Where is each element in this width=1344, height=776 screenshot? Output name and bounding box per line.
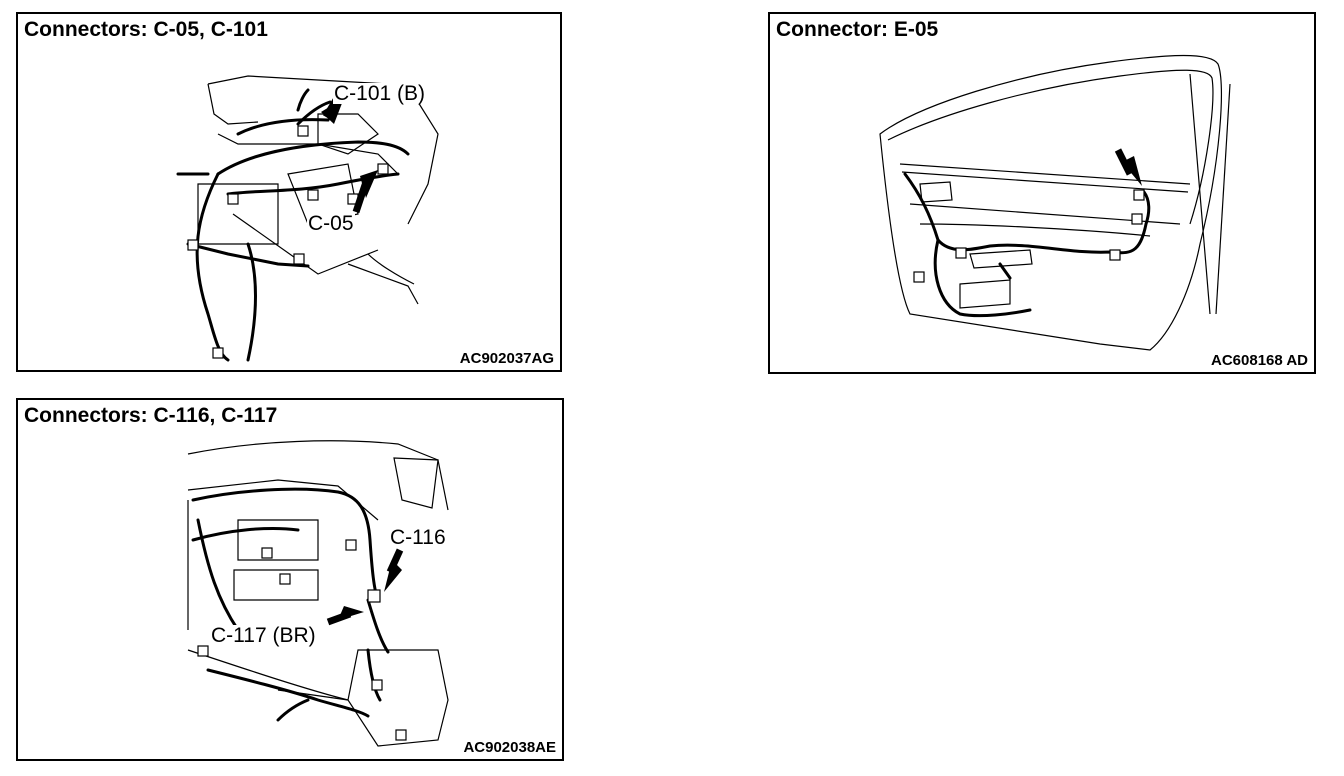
- connector-icon: [913, 189, 1145, 283]
- callout-c05: C-05: [307, 212, 355, 235]
- panel-title: Connectors: C-116, C-117: [24, 404, 278, 427]
- locator-arrow-icon: [326, 606, 364, 626]
- panel-c05-c101: Connectors: C-05, C-101: [16, 12, 562, 372]
- panel-title: Connector: E-05: [776, 18, 939, 41]
- figure-id: AC608168 AD: [1211, 352, 1308, 369]
- wiring-harness-icon: [903, 172, 1151, 318]
- locator-arrow-icon: [384, 548, 404, 592]
- locator-arrow-icon: [1114, 148, 1142, 186]
- callout-c116: C-116: [389, 526, 447, 549]
- callout-c101: C-101 (B): [333, 82, 427, 105]
- connector-icon: [197, 539, 407, 741]
- wiring-harness-icon: [176, 88, 410, 362]
- lower-dash-harness-drawing: [187, 440, 449, 747]
- figure-id: AC902038AE: [463, 739, 556, 756]
- panel-title: Connectors: C-05, C-101: [24, 18, 268, 41]
- locator-arrow-icon: [352, 170, 378, 214]
- door-harness-drawing: [879, 54, 1231, 351]
- figure-id: AC902037AG: [459, 350, 554, 367]
- panel-e05: Connector: E-05: [768, 12, 1316, 374]
- callout-c117: C-117 (BR): [210, 624, 317, 647]
- wiring-harness-icon: [191, 487, 390, 722]
- panel-c116-c117: Connectors: C-116, C-117: [16, 398, 564, 761]
- dashboard-harness-drawing: [176, 75, 439, 362]
- connector-icon: [187, 125, 389, 359]
